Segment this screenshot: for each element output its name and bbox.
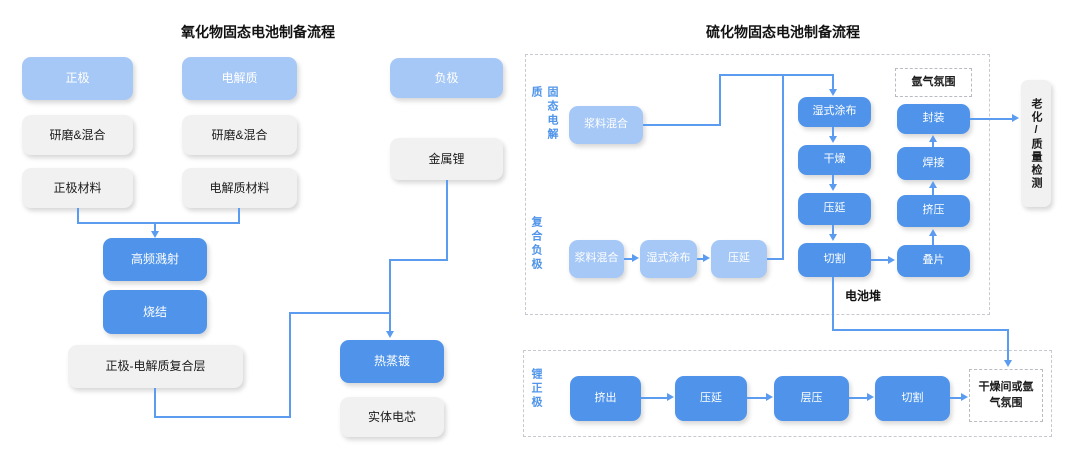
- flow-line: [1007, 329, 1009, 361]
- arrowhead-right: [961, 393, 968, 401]
- node-lamination: 层压: [774, 376, 849, 421]
- node-thermal-evaporation: 热蒸镀: [340, 340, 444, 383]
- node-wet-coating-an: 湿式涂布: [640, 240, 697, 278]
- node-cutting-mid: 切割: [798, 243, 871, 277]
- flow-line: [154, 416, 291, 418]
- argon-atmosphere-box: 氩气氛围: [895, 68, 972, 97]
- arrowhead-right: [703, 254, 710, 262]
- node-electrolyte-material: 电解质材料: [182, 168, 297, 208]
- node-extrusion: 挤出: [570, 376, 641, 421]
- arrowhead-up: [929, 135, 937, 142]
- flow-line: [832, 225, 834, 235]
- node-sintering: 烧结: [103, 290, 207, 334]
- flow-line: [289, 312, 291, 418]
- flow-line: [77, 208, 79, 223]
- node-welding: 焊接: [897, 147, 970, 180]
- flow-line: [832, 127, 834, 137]
- node-lithium-metal: 金属锂: [390, 138, 503, 180]
- lane-label-composite-anode: 复合负极: [530, 216, 542, 272]
- flow-line: [624, 258, 633, 260]
- node-hf-sputtering: 高频溅射: [103, 238, 207, 281]
- lane-label-solid-electrolyte: 固态电解质: [530, 86, 558, 142]
- flow-line: [643, 124, 721, 126]
- node-solid-cell: 实体电芯: [340, 397, 444, 437]
- node-calendering-mid: 压延: [798, 193, 871, 225]
- arrowhead-down: [1004, 360, 1012, 367]
- node-slurry-mixing-an: 浆料混合: [569, 240, 624, 278]
- node-aging-qc: 老化/质量检测: [1021, 80, 1051, 207]
- node-drying: 干燥: [798, 145, 871, 175]
- cell-stack-label: 电池堆: [845, 289, 882, 303]
- flow-line: [832, 74, 834, 90]
- arrowhead-right: [1012, 114, 1019, 122]
- flow-line: [849, 397, 867, 399]
- arrowhead-down: [386, 331, 394, 338]
- arrowhead-down: [829, 234, 837, 241]
- node-cathode: 正极: [22, 57, 133, 100]
- node-cathode-material: 正极材料: [22, 168, 133, 208]
- flow-line: [950, 397, 961, 399]
- dry-room-box: 干燥间或氩气氛围: [969, 369, 1043, 422]
- node-calendering-li: 压延: [675, 376, 747, 421]
- flow-line: [747, 397, 766, 399]
- flow-line: [289, 312, 390, 314]
- flow-line: [446, 180, 448, 261]
- arrowhead-right: [632, 254, 639, 262]
- node-slurry-mixing-se: 浆料混合: [569, 106, 643, 144]
- node-pressing: 挤压: [897, 195, 970, 227]
- node-grind-mix-2: 研磨&混合: [182, 115, 297, 155]
- flow-line: [719, 74, 721, 126]
- node-stacking: 叠片: [897, 245, 970, 277]
- flow-line: [77, 222, 240, 224]
- flow-line: [154, 388, 156, 418]
- arrowhead-up: [929, 181, 937, 188]
- node-wet-coating-mid: 湿式涂布: [798, 97, 871, 127]
- flow-line: [389, 259, 391, 332]
- arrowhead-up: [929, 229, 937, 236]
- flow-line: [832, 175, 834, 185]
- flow-line: [832, 329, 1009, 331]
- arrowhead-down: [829, 184, 837, 191]
- flow-line: [932, 235, 934, 245]
- left-chart-title: 氧化物固态电池制备流程: [181, 24, 335, 40]
- arrowhead-down: [151, 231, 159, 238]
- arrowhead-right: [867, 393, 874, 401]
- flow-line: [641, 397, 667, 399]
- flow-line: [767, 258, 784, 260]
- node-packaging: 封装: [897, 104, 970, 134]
- right-chart-title: 硫化物固态电池制备流程: [706, 24, 860, 40]
- lane-label-lithium-cathode: 锂正极: [530, 368, 542, 410]
- lower-dashed-container: [523, 350, 1052, 437]
- node-electrolyte: 电解质: [182, 57, 297, 100]
- node-grind-mix-1: 研磨&混合: [22, 115, 133, 155]
- node-cutting-li: 切割: [875, 376, 950, 421]
- node-composite-layer: 正极-电解质复合层: [68, 345, 243, 388]
- arrowhead-down: [829, 136, 837, 143]
- upper-dashed-container: [525, 54, 990, 315]
- arrowhead-right: [888, 256, 895, 264]
- flow-line: [832, 277, 834, 331]
- flow-line: [154, 222, 156, 232]
- flow-line: [871, 259, 888, 261]
- arrowhead-right: [667, 393, 674, 401]
- flow-line: [782, 74, 784, 260]
- flow-line: [719, 74, 834, 76]
- node-calendering-an: 压延: [711, 240, 767, 278]
- flow-line: [970, 118, 1012, 120]
- flow-line: [932, 187, 934, 195]
- node-anode: 负极: [390, 58, 503, 98]
- flow-line: [389, 259, 448, 261]
- arrowhead-down: [829, 89, 837, 96]
- flow-line: [238, 208, 240, 223]
- flow-line: [697, 258, 704, 260]
- arrowhead-right: [766, 393, 773, 401]
- flow-line: [932, 141, 934, 147]
